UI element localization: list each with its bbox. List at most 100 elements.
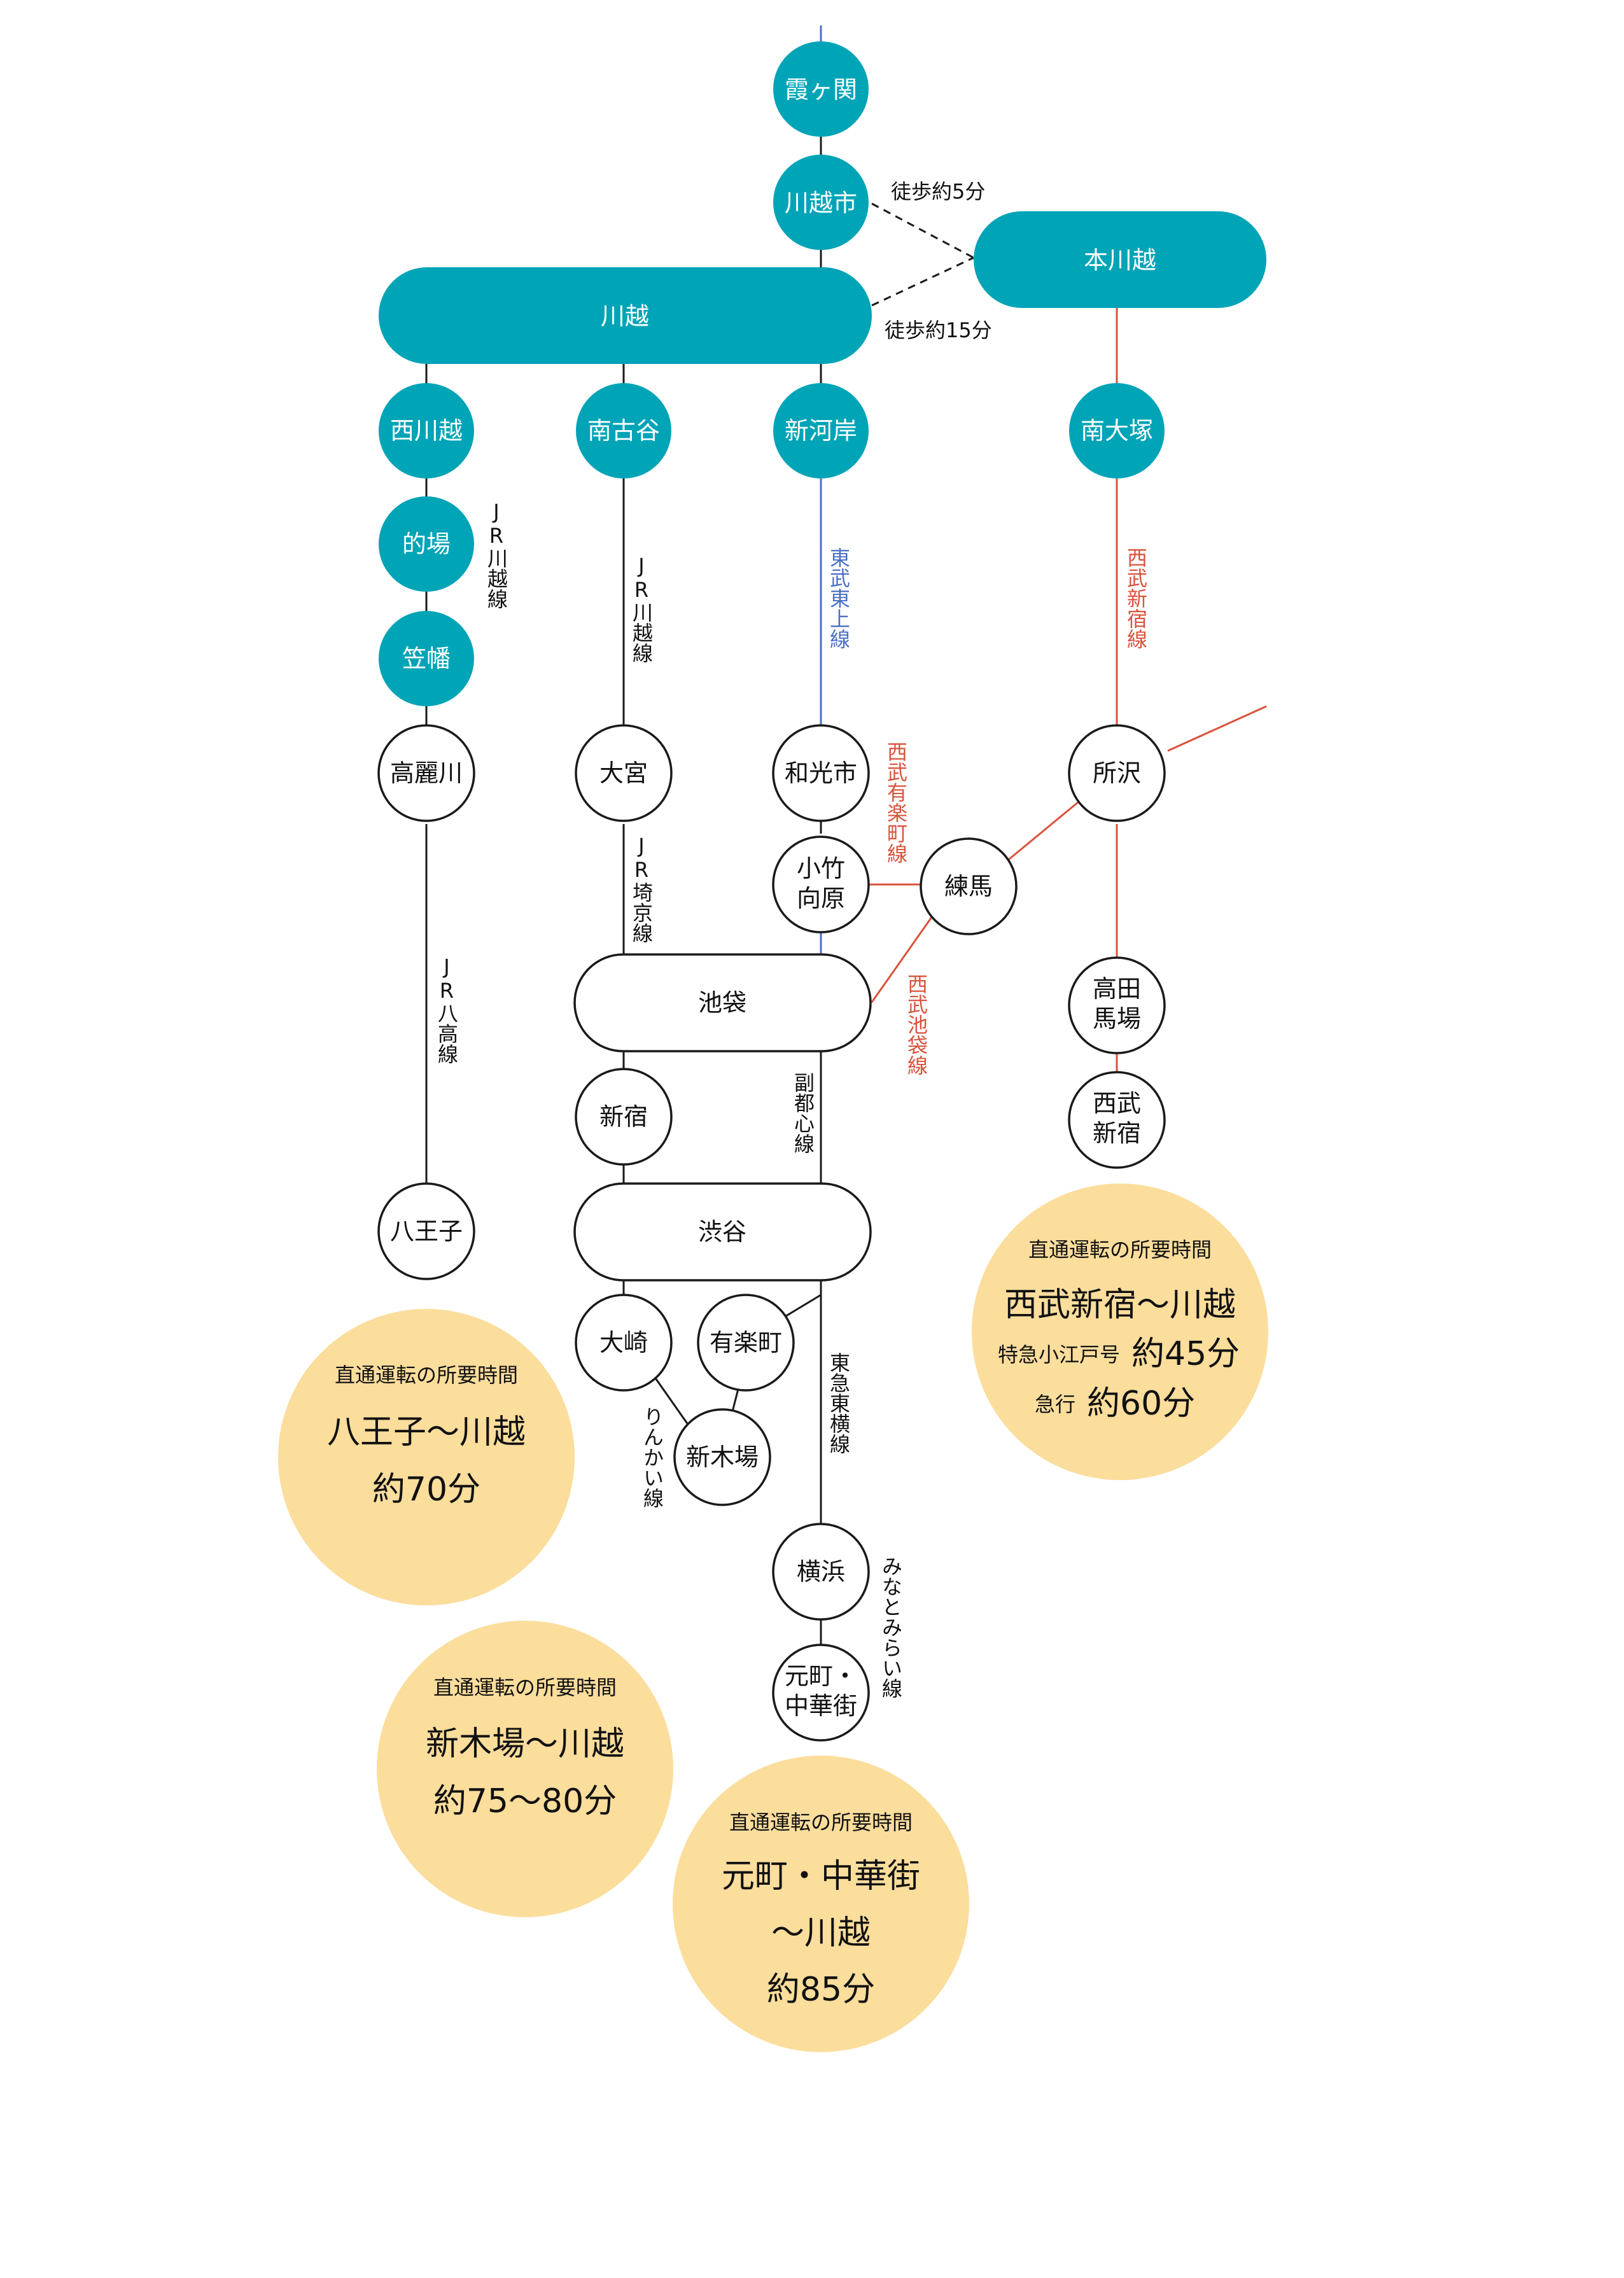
station-label-line1: 西武 [1093,1089,1141,1117]
seibu-ikebukuro-to-west [1167,705,1267,752]
station-nerima[interactable]: 練馬 [920,837,1018,935]
station-label: 南大塚 [1081,417,1153,445]
station-label: 所沢 [1093,759,1141,787]
station-label-line2: 新宿 [1093,1119,1141,1147]
station-kawagoeshi[interactable]: 川越市 [773,155,869,250]
station-wakoshi[interactable]: 和光市 [772,724,870,822]
info-route-line2: ～川越 [771,1914,871,1952]
station-marker [773,155,869,250]
station-label: 西川越 [390,417,463,445]
station-honkawagoe[interactable]: 本川越 [974,211,1266,308]
station-marker [772,835,870,933]
station-label: 霞ヶ関 [785,76,857,104]
station-matoba[interactable]: 的場 [379,496,474,592]
walk-labels: 徒歩約5分 徒歩約15分 [885,179,992,342]
station-shingashi[interactable]: 新河岸 [773,383,869,479]
station-label: 池袋 [698,989,746,1017]
station-marker [575,1294,673,1392]
station-marker [1068,956,1166,1054]
line-label-jr-kawagoe-1: JR川越線 [484,500,508,609]
line-label-rinkai: りんかい線 [640,1406,664,1508]
station-marker [379,267,872,364]
station-label-line2: 中華街 [785,1692,857,1720]
station-kasahata[interactable]: 笠幡 [379,611,474,706]
station-marker [1068,724,1166,822]
station-label: 本川越 [1084,246,1156,274]
station-label: 新木場 [686,1443,759,1471]
station-marker [377,724,475,822]
station-label: 練馬 [944,872,993,900]
station-label: 和光市 [785,759,857,787]
station-label: 大宮 [599,759,648,787]
line-label-fukutoshin: 副都心線 [791,1072,815,1154]
line-labels: JR川越線 JR川越線 東武東上線 西武新宿線 西武有楽町線 西武池袋線 JR埼… [435,500,1148,1698]
station-label-line1: 小竹 [797,855,845,883]
station-yurakucho[interactable]: 有楽町 [697,1294,795,1392]
station-komagawa[interactable]: 高麗川 [377,724,475,822]
station-shinjuku[interactable]: 新宿 [575,1068,673,1166]
info-ltd-label: 特急小江戸号 [998,1343,1120,1367]
station-shinkiba[interactable]: 新木場 [673,1408,771,1506]
station-takadanobaba[interactable]: 高田 馬場 [1068,956,1166,1054]
station-label: 南古谷 [587,417,660,445]
station-nishikawagoe[interactable]: 西川越 [379,383,474,479]
info-circle [278,1309,575,1605]
seibu-ikebukuro-tokorozawa-nerima [1005,800,1079,863]
station-kotakemukaihara[interactable]: 小竹 向原 [772,835,870,933]
info-route-line1: 元町・中華街 [722,1857,920,1896]
shibuya-yurakucho [783,1294,822,1318]
station-label: 渋谷 [698,1218,746,1246]
station-label: 新河岸 [785,417,857,445]
line-label-jr-kawagoe-2: JR川越線 [629,554,654,663]
station-ikebukuro[interactable]: 池袋 [573,953,872,1052]
station-minamiotsuka[interactable]: 南大塚 [1069,383,1165,479]
station-marker [377,1182,475,1280]
station-marker [576,383,671,479]
line-label-minatomirai: みなとみらい線 [879,1556,903,1698]
station-label: 川越 [601,302,649,330]
info-shinkiba: 直通運転の所要時間 新木場～川越 約75～80分 [377,1621,673,1917]
station-label: 的場 [402,530,451,558]
info-circle [673,1756,969,2052]
station-minamifuruya[interactable]: 南古谷 [576,383,671,479]
station-marker [573,953,872,1052]
info-motomachi: 直通運転の所要時間 元町・中華街 ～川越 約85分 [673,1756,969,2052]
station-marker [1068,1071,1166,1169]
info-heading: 直通運転の所要時間 [433,1675,617,1700]
station-marker [379,611,474,706]
station-marker [573,1182,872,1282]
station-label: 大崎 [599,1329,648,1357]
station-shibuya[interactable]: 渋谷 [573,1182,872,1282]
walk-label-kawagoeshi: 徒歩約5分 [891,179,985,204]
line-label-jr-hachiko: JR八高線 [435,954,459,1064]
station-label: 有楽町 [710,1329,782,1357]
station-yokohama[interactable]: 横浜 [772,1523,870,1621]
station-marker [575,724,673,822]
station-marker [379,383,474,479]
station-marker [773,41,869,137]
station-label: 八王子 [390,1217,463,1245]
line-label-seibu-shinjuku: 西武新宿線 [1124,547,1148,649]
rinkai-osaki-shinkiba [653,1376,690,1426]
station-osaki[interactable]: 大崎 [575,1294,673,1392]
station-label: 川越市 [785,189,857,217]
line-label-seibu-ikebukuro: 西武池袋線 [904,974,928,1075]
station-seibushinjuku[interactable]: 西武 新宿 [1068,1071,1166,1169]
station-marker [974,211,1266,308]
station-label-line2: 馬場 [1093,1005,1141,1033]
info-hachioji: 直通運転の所要時間 八王子～川越 約70分 [278,1309,575,1605]
station-marker [697,1294,795,1392]
station-motomachi[interactable]: 元町・ 中華街 [772,1644,870,1742]
station-kasumigaseki[interactable]: 霞ヶ関 [773,41,869,137]
info-heading: 直通運転の所要時間 [335,1363,518,1387]
station-omiya[interactable]: 大宮 [575,724,673,822]
station-kawagoe[interactable]: 川越 [379,267,872,364]
station-hachioji[interactable]: 八王子 [377,1182,475,1280]
station-tokorozawa[interactable]: 所沢 [1068,724,1166,822]
info-seibu: 直通運転の所要時間 西武新宿～川越 特急小江戸号 約45分 急行 約60分 [972,1184,1268,1480]
info-route: 八王子～川越 [327,1413,526,1451]
line-label-jr-saikyo: JR埼京線 [629,834,654,943]
info-time: 約75～80分 [433,1782,617,1820]
station-label: 笠幡 [402,645,451,673]
